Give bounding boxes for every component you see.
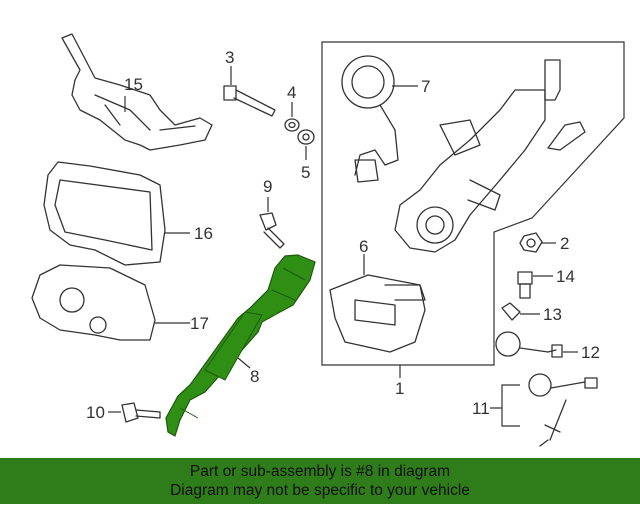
callout-6: 6 bbox=[359, 237, 368, 256]
part-4-washer[interactable] bbox=[284, 118, 300, 132]
leader-8 bbox=[237, 357, 251, 369]
callout-8: 8 bbox=[250, 367, 259, 386]
part-8-intermediate-shaft[interactable] bbox=[165, 254, 316, 437]
steering-column-housing[interactable] bbox=[394, 59, 586, 253]
part-info-banner: Part or sub-assembly is #8 in diagram Di… bbox=[0, 458, 640, 504]
callout-9: 9 bbox=[263, 177, 272, 196]
callout-3: 3 bbox=[225, 48, 234, 67]
leader-11 bbox=[490, 384, 520, 427]
part-9-bolt[interactable] bbox=[259, 212, 285, 249]
callout-14: 14 bbox=[556, 267, 575, 286]
callout-7: 7 bbox=[421, 77, 430, 96]
part-15-combination-switch[interactable] bbox=[61, 33, 213, 151]
part-16-cluster-housing[interactable] bbox=[43, 161, 166, 266]
part-13-clip[interactable] bbox=[501, 302, 521, 321]
part-7-ignition-module[interactable] bbox=[341, 55, 399, 183]
part-2-nut[interactable] bbox=[519, 232, 543, 253]
callout-11: 11 bbox=[472, 399, 490, 418]
callout-2: 2 bbox=[560, 234, 569, 253]
parts-diagram: 15 16 17 3 4 5 9 10 8 7 6 1 2 14 13 12 1… bbox=[31, 33, 625, 447]
part-3-bolt[interactable] bbox=[223, 85, 276, 117]
part-14-bolt[interactable] bbox=[517, 271, 533, 299]
callout-4: 4 bbox=[287, 83, 296, 102]
part-10-bolt[interactable] bbox=[121, 402, 161, 423]
callout-10: 10 bbox=[86, 403, 105, 422]
callout-12: 12 bbox=[581, 343, 600, 362]
assembly-box-1 bbox=[321, 41, 625, 366]
callout-13: 13 bbox=[543, 305, 562, 324]
callout-15: 15 bbox=[124, 75, 143, 94]
part-5-washer[interactable] bbox=[297, 129, 315, 145]
callout-16: 16 bbox=[194, 224, 213, 243]
part-6-ecu-module[interactable] bbox=[329, 274, 426, 353]
part-17-column-shroud[interactable] bbox=[31, 264, 156, 341]
callout-17: 17 bbox=[190, 314, 209, 333]
part-12-sensor[interactable] bbox=[495, 331, 563, 358]
callout-1: 1 bbox=[395, 379, 404, 398]
banner-line-1: Part or sub-assembly is #8 in diagram bbox=[189, 463, 451, 480]
callout-5: 5 bbox=[301, 163, 310, 182]
part-11-key-antenna[interactable] bbox=[528, 373, 598, 447]
banner-line-2: Diagram may not be specific to your vehi… bbox=[170, 482, 470, 499]
